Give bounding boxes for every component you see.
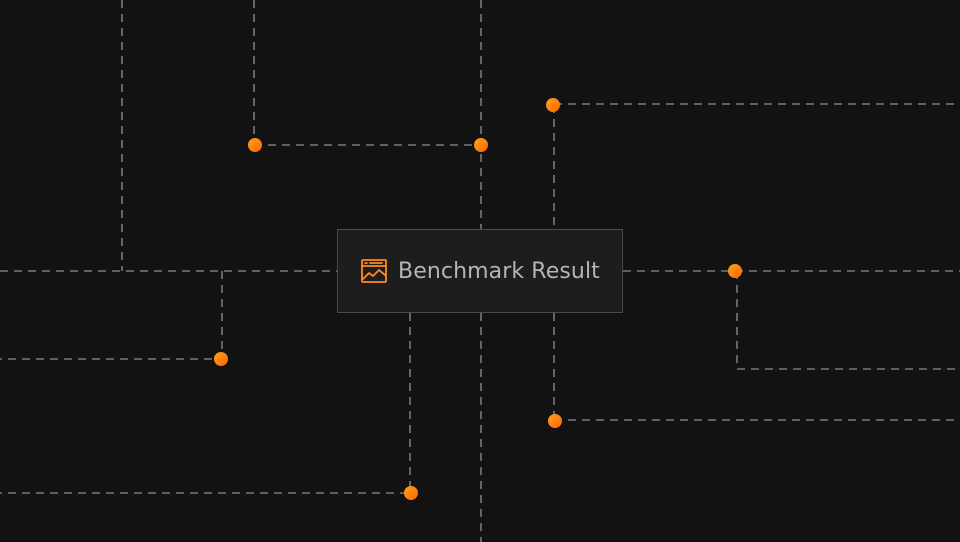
connector-dot bbox=[214, 352, 228, 366]
connector-dot bbox=[474, 138, 488, 152]
wire-left-branch bbox=[0, 271, 223, 360]
chart-window-icon bbox=[360, 258, 388, 284]
benchmark-result-node[interactable]: Benchmark Result bbox=[337, 229, 623, 313]
connector-dot bbox=[548, 414, 562, 428]
connector-dot bbox=[248, 138, 262, 152]
connector-dot bbox=[404, 486, 418, 500]
wire-card-down bbox=[0, 313, 411, 494]
node-title: Benchmark Result bbox=[398, 258, 600, 284]
connector-dot bbox=[546, 98, 560, 112]
connector-dot bbox=[728, 264, 742, 278]
wire-right-branch bbox=[736, 271, 960, 370]
